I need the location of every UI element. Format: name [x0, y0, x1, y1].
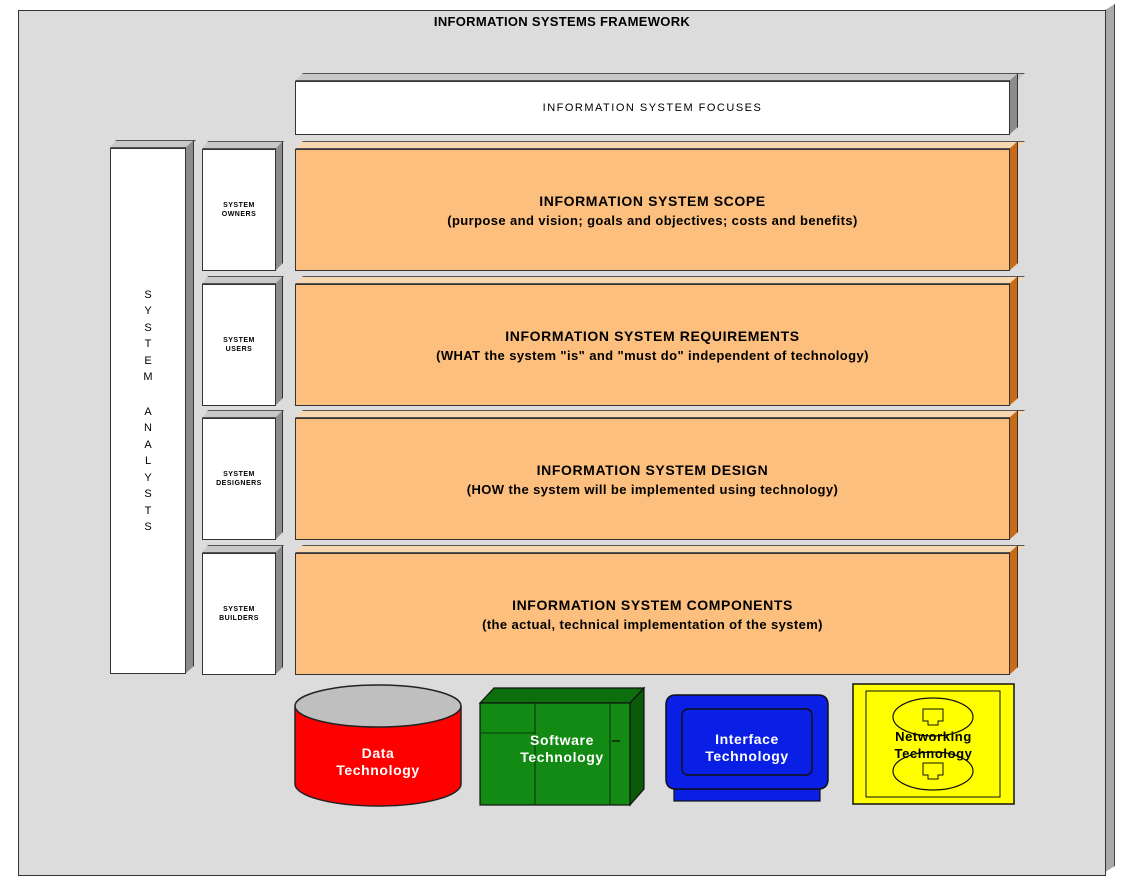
server-cabinet-icon: [478, 686, 646, 807]
interface-technology-line1: Interface: [715, 731, 779, 747]
data-technology-line1: Data: [361, 745, 395, 761]
layer-title: INFORMATION SYSTEM COMPONENTS: [512, 596, 793, 613]
page-title: INFORMATION SYSTEMS FRAMEWORK: [433, 14, 691, 29]
stakeholder-label: SYSTEM OWNERS: [202, 149, 276, 271]
layer-box-top: [295, 410, 1025, 418]
layer-box-side: [1009, 410, 1018, 540]
stakeholder-box-side: [275, 141, 283, 271]
layer-box: INFORMATION SYSTEM DESIGN (HOW the syste…: [295, 410, 1025, 540]
analysts-side: [185, 140, 194, 674]
stakeholder-box-top: [202, 141, 284, 149]
layer-face: INFORMATION SYSTEM DESIGN (HOW the syste…: [295, 418, 1010, 540]
stakeholder-label: SYSTEM USERS: [202, 284, 276, 406]
software-technology-line2: Technology: [520, 749, 604, 765]
layer-face: INFORMATION SYSTEM REQUIREMENTS (WHAT th…: [295, 284, 1010, 406]
layer-face: INFORMATION SYSTEM COMPONENTS (the actua…: [295, 553, 1010, 675]
frame-side-face: [1105, 4, 1115, 872]
layer-subtitle: (the actual, technical implementation of…: [482, 616, 823, 632]
interface-technology: Interface Technology: [662, 693, 832, 805]
focuses-box: INFORMATION SYSTEM FOCUSES: [295, 73, 1025, 135]
stakeholder-label-line2: BUILDERS: [219, 615, 259, 622]
stakeholder-box-top: [202, 276, 284, 284]
stakeholder-label-line2: OWNERS: [221, 211, 257, 218]
layer-face: INFORMATION SYSTEM SCOPE (purpose and vi…: [295, 149, 1010, 271]
stakeholder-box-top: [202, 410, 284, 418]
focuses-box-top: [295, 73, 1025, 81]
stakeholder-label: SYSTEM BUILDERS: [202, 553, 276, 675]
layer-box-top: [295, 141, 1025, 149]
stakeholder-box-top: [202, 545, 284, 553]
layer-subtitle: (purpose and vision; goals and objective…: [447, 212, 858, 228]
layer-subtitle: (WHAT the system "is" and "must do" inde…: [436, 347, 869, 363]
data-technology-line2: Technology: [336, 762, 420, 778]
stakeholder-box-side: [275, 276, 283, 406]
layer-subtitle: (HOW the system will be implemented usin…: [466, 481, 839, 497]
monitor-icon: [665, 694, 829, 802]
layer-box-top: [295, 545, 1025, 553]
layer-box: INFORMATION SYSTEM REQUIREMENTS (WHAT th…: [295, 276, 1025, 406]
layer-box: INFORMATION SYSTEM COMPONENTS (the actua…: [295, 545, 1025, 675]
stakeholder-box-side: [275, 410, 283, 540]
layer-box-side: [1009, 545, 1018, 675]
stakeholder-box: SYSTEM BUILDERS: [202, 545, 284, 675]
stakeholder-label-line1: SYSTEM: [223, 606, 255, 613]
software-technology: Software Technology: [478, 685, 646, 809]
stakeholder-box: SYSTEM USERS: [202, 276, 284, 406]
interface-technology-line2: Technology: [705, 748, 789, 764]
layer-box-top: [295, 276, 1025, 284]
networking-technology: Networking Technology: [852, 683, 1015, 805]
stakeholder-box: SYSTEM DESIGNERS: [202, 410, 284, 540]
network-jack-icon: [852, 683, 1015, 805]
stakeholder-label-line1: SYSTEM: [223, 202, 255, 209]
data-technology: Data Technology: [294, 684, 462, 808]
stakeholder-label-line2: USERS: [225, 346, 253, 353]
layer-title: INFORMATION SYSTEM DESIGN: [536, 461, 769, 478]
stakeholder-label: SYSTEM DESIGNERS: [202, 418, 276, 540]
layer-title: INFORMATION SYSTEM SCOPE: [539, 192, 766, 209]
stakeholder-box: SYSTEM OWNERS: [202, 141, 284, 271]
stakeholder-box-side: [275, 545, 283, 675]
layer-box-side: [1009, 276, 1018, 406]
networking-technology-line1: Networking: [895, 729, 972, 744]
networking-technology-line2: Technology: [894, 746, 973, 761]
layer-box-side: [1009, 141, 1018, 271]
focuses-box-side: [1009, 73, 1018, 135]
analysts-top: [110, 140, 196, 148]
stakeholder-label-line1: SYSTEM: [223, 471, 255, 478]
layer-box: INFORMATION SYSTEM SCOPE (purpose and vi…: [295, 141, 1025, 271]
stakeholder-label-line1: SYSTEM: [223, 337, 255, 344]
software-technology-line1: Software: [530, 732, 594, 748]
focuses-label: INFORMATION SYSTEM FOCUSES: [295, 81, 1010, 135]
stakeholder-label-line2: DESIGNERS: [216, 480, 262, 487]
database-cylinder-icon: [294, 684, 462, 807]
layer-title: INFORMATION SYSTEM REQUIREMENTS: [505, 327, 800, 344]
